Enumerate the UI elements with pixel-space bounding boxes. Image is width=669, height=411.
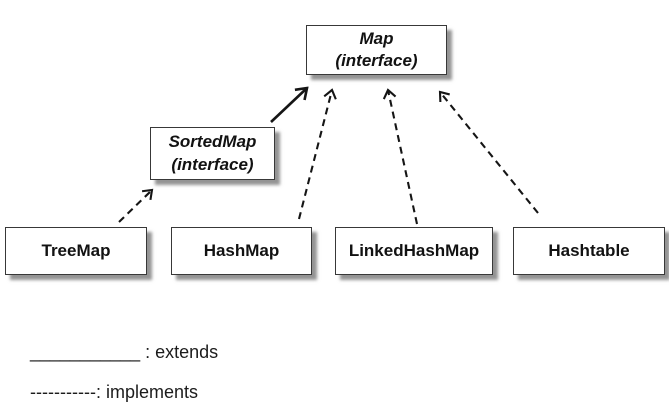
edge-hashtable-implements-map: [438, 90, 539, 214]
node-map: Map (interface): [306, 25, 447, 75]
legend-solid-line-sample: ___________: [30, 341, 141, 362]
edge-sortedmap-extends-map: [270, 88, 307, 123]
node-linkedhashmap: LinkedHashMap: [335, 227, 493, 275]
edge-treemap-implements-sortedmap: [118, 188, 154, 223]
legend-extends-label: extends: [155, 341, 219, 362]
legend-implements-separator: :: [95, 381, 106, 402]
node-hashmap-label: HashMap: [203, 240, 280, 260]
legend-implements-row: -----------: implements: [30, 372, 218, 411]
edge-hashmap-implements-map: [297, 88, 337, 220]
legend-extends-row: ___________ : extends: [30, 332, 218, 372]
node-treemap-label: TreeMap: [41, 240, 111, 260]
legend-dashed-line-sample: -----------: [30, 381, 96, 402]
legend-implements-label: implements: [105, 381, 198, 402]
node-sortedmap-label: SortedMap: [168, 132, 257, 152]
node-treemap: TreeMap: [5, 227, 147, 275]
legend-extends-separator: :: [140, 341, 156, 362]
node-hashtable-label: Hashtable: [548, 240, 630, 260]
edge-linkedhashmap-implements-map: [382, 88, 419, 225]
node-map-label: Map: [359, 28, 394, 48]
node-map-sublabel: (interface): [335, 51, 418, 70]
legend: ___________ : extends -----------: imple…: [30, 332, 218, 411]
node-sortedmap: SortedMap (interface): [150, 127, 275, 180]
node-sortedmap-sublabel: (interface): [171, 154, 254, 174]
node-hashtable: Hashtable: [513, 227, 665, 275]
node-linkedhashmap-label: LinkedHashMap: [348, 240, 480, 260]
node-hashmap: HashMap: [171, 227, 312, 275]
